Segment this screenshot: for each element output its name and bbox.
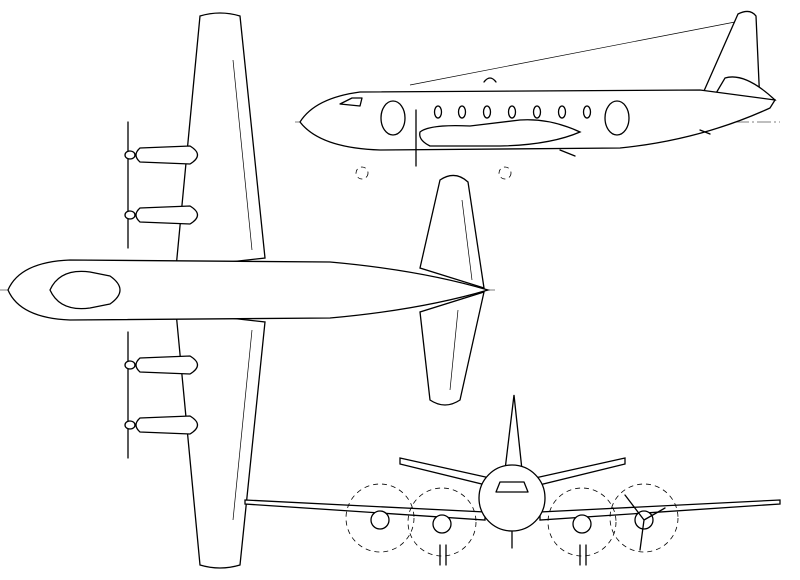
front-fin <box>504 394 523 471</box>
plan-engines <box>124 121 199 459</box>
front-wings <box>244 499 781 521</box>
side-antenna <box>483 77 497 83</box>
plan-cockpit <box>49 270 121 310</box>
side-cockpit-window <box>339 97 363 107</box>
front-view <box>244 394 781 566</box>
side-engine-nacelle <box>419 119 582 147</box>
side-view <box>295 10 780 180</box>
side-windows <box>380 100 630 136</box>
plan-upper-wing <box>175 12 266 269</box>
front-propeller-blades <box>624 494 666 551</box>
plan-view <box>0 12 495 569</box>
front-fuselage <box>478 464 546 532</box>
plan-lower-tailplane <box>419 291 485 406</box>
plan-lower-wing <box>175 311 266 569</box>
plan-upper-tailplane <box>419 174 485 289</box>
plan-fuselage <box>7 259 491 321</box>
front-cockpit <box>495 481 529 493</box>
front-engines <box>345 483 679 566</box>
